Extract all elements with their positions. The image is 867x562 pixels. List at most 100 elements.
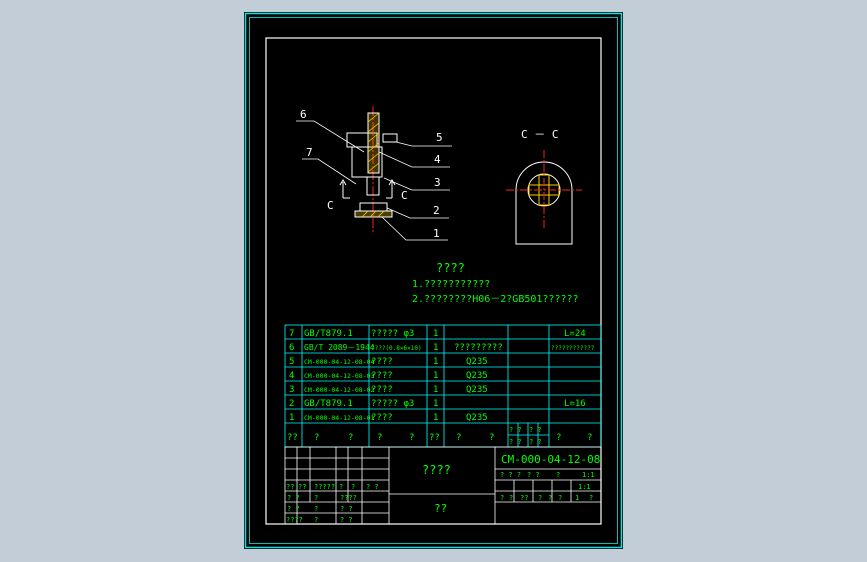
title-cell: ???? (286, 516, 303, 524)
bom-header-small: ? ? (509, 426, 522, 434)
title-cell: ???? (340, 494, 357, 502)
title-cell: ? (314, 516, 318, 524)
title-cell: ? (339, 483, 343, 491)
bom-qty: 1 (433, 329, 438, 339)
bom-material: Q235 (466, 413, 488, 423)
bom-qty: 1 (433, 413, 438, 423)
bom-no: 6 (289, 343, 294, 353)
bom-name: ???? (371, 385, 393, 395)
bom-header-material-2: ? (489, 433, 494, 443)
bom-material: Q235 (466, 357, 488, 367)
title-cell: ? ? (366, 483, 379, 491)
callout-6: 6 (300, 108, 307, 121)
bom-header-material: ? (456, 433, 461, 443)
bom-remark: L=16 (564, 399, 586, 409)
sheet-inner-border (249, 17, 618, 544)
title-cell: ? ? (340, 505, 353, 513)
bom-material: Q235 (466, 371, 488, 381)
bom-no: 1 (289, 413, 294, 423)
bom-no: 4 (289, 371, 294, 381)
title-cell: 1 (575, 494, 579, 502)
bom-code: GB/T 2089－1944 (304, 343, 375, 352)
notes-heading: ???? (436, 261, 465, 275)
title-cell: ? (314, 505, 318, 513)
title-cell: ? (556, 471, 560, 479)
bom-header-small: ? ? (529, 426, 542, 434)
title-left-cells: ?? ?? ????? ? ? ? ? ? ? ? ???? ? ? ? ? ?… (286, 483, 379, 524)
title-cell: ?? (298, 483, 306, 491)
bom-code: GB/T879.1 (304, 399, 353, 409)
bom-code: CM-000-04-12-08-04 (304, 358, 375, 366)
section-title: C － C (521, 128, 559, 141)
section-view: C － C (506, 128, 582, 245)
callout-2: 2 (433, 204, 440, 217)
bom-name: ????? φ3 (371, 329, 414, 339)
bom-header-name: ? (377, 433, 382, 443)
bom-no: 5 (289, 357, 294, 367)
shaft-hatch (367, 112, 380, 173)
title-cell: ? (558, 494, 562, 502)
callout-5: 5 (436, 131, 443, 144)
notes-line-1: 1.??????????? (412, 279, 490, 290)
bom-remark: ???????????? (551, 345, 595, 352)
bom-qty: 1 (433, 343, 438, 353)
bom-header-small: ? ? (529, 438, 542, 446)
title-cell: ?? (286, 483, 294, 491)
title-cell: ? ? (340, 516, 353, 524)
part-neck (366, 176, 380, 196)
bom-no: 7 (289, 329, 294, 339)
title-cell: 1:1 (582, 471, 595, 479)
bom-row: 7 GB/T879.1 ????? φ3 1 L=24 (289, 329, 586, 339)
title-cell: ? (509, 494, 513, 502)
callout-leaders (296, 120, 452, 241)
title-cell: ? (538, 494, 542, 502)
bom-rows: 7 GB/T879.1 ????? φ3 1 L=24 6 GB/T 2089－… (287, 329, 595, 446)
bom-grid (284, 324, 602, 448)
bom-qty: 1 (433, 385, 438, 395)
section-body (515, 161, 573, 245)
bom-name: ????(0.8×6×10) (371, 345, 422, 352)
title-cell: ? ? ? (500, 471, 521, 479)
bom-material: ????????? (454, 343, 503, 353)
cad-viewport[interactable]: C C 6 7 5 4 3 2 1 C － C ???? 1.?????????… (244, 12, 623, 549)
bom-header-no: ?? (287, 433, 298, 443)
bom-no: 3 (289, 385, 294, 395)
callout-3: 3 (434, 176, 441, 189)
bom-name: ???? (371, 413, 393, 423)
bom-name: ???? (371, 357, 393, 367)
bom-header-qty: ?? (429, 433, 440, 443)
callout-7: 7 (306, 146, 313, 159)
bom-qty: 1 (433, 371, 438, 381)
scale-value: 1:1 (578, 483, 591, 491)
title-right-cells: ? ? ? ? ? ? 1:1 ? ? ?? ? ? ? 1 ? 1:1 (500, 471, 595, 502)
bom-name: ???? (371, 371, 393, 381)
bom-header-code-2: ? (348, 433, 353, 443)
bom-no: 2 (289, 399, 294, 409)
bom-header-name-2: ? (409, 433, 414, 443)
callout-4: 4 (434, 153, 441, 166)
bom-header-small: ? ? (509, 438, 522, 446)
bom-code: CM-000-04-12-08-02 (304, 386, 375, 394)
bom-row: 4 CM-000-04-12-08-03 ???? 1 Q235 (289, 371, 488, 381)
title-cell: ? (548, 494, 552, 502)
bom-qty: 1 (433, 357, 438, 367)
title-block-grid (284, 446, 602, 525)
title-cell: ? ? (287, 505, 300, 513)
bom-code: CM-000-04-12-08-01 (304, 414, 375, 422)
bom-material: Q235 (466, 385, 488, 395)
assembly-view: C C (327, 106, 408, 234)
bom-row: 2 GB/T879.1 ????? φ3 1 L=16 (289, 399, 586, 409)
bom-header: ?? ? ? ? ? ?? ? ? ? ? ? ? ? ? ? ? ? ? (287, 426, 592, 446)
section-marker-right: C (401, 189, 408, 202)
title-cell: ?? (520, 494, 528, 502)
bom-code: GB/T879.1 (304, 329, 353, 339)
bom-header-code: ? (314, 433, 319, 443)
sheet-outer-border (244, 12, 623, 549)
title-cell: ????? (314, 483, 335, 491)
title-block-text: ???? ?? CM-000-04-12-08 ?? ?? ????? ? ? … (286, 453, 600, 524)
bom-row: 3 CM-000-04-12-08-02 ???? 1 Q235 (289, 385, 488, 395)
title-cell: ? (500, 494, 504, 502)
bom-code: CM-000-04-12-08-03 (304, 372, 375, 380)
section-marker-left: C (327, 199, 334, 212)
bom-row: 1 CM-000-04-12-08-01 ???? 1 Q235 (289, 413, 488, 423)
